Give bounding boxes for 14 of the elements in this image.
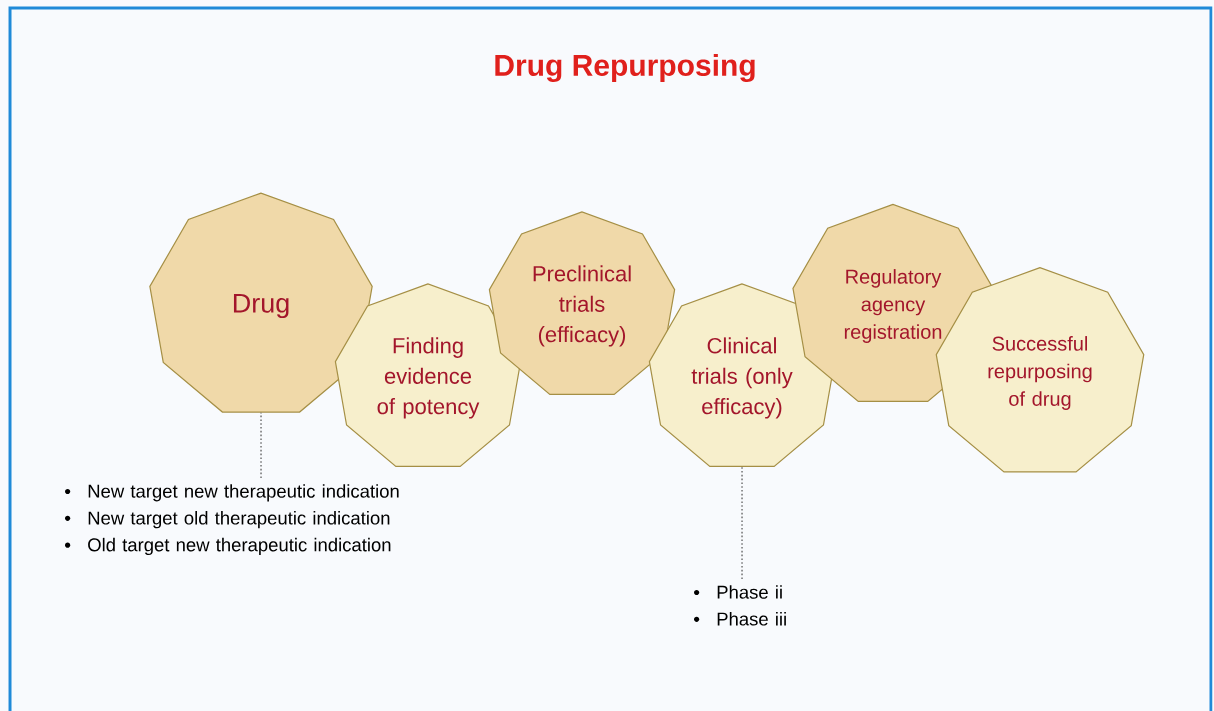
title: Drug Repurposing	[495, 53, 755, 83]
node-label: Phase ii	[717, 585, 782, 599]
bullet-list: New target new therapeutic indication New target old therapeutic indication Old target new therapeutic indication	[65, 484, 399, 556]
leader-line	[741, 466, 743, 580]
nonagon-step: Clinical trials (only efficacy)	[648, 283, 836, 467]
node-label: New target new therapeutic indication	[88, 484, 399, 502]
leader-line	[260, 412, 262, 479]
node-label: Phase iii	[717, 612, 786, 626]
nonagon-step: Finding evidence of potency	[334, 283, 522, 467]
node-label: Old target new therapeutic indication	[88, 537, 391, 556]
nonagon-step: Preclinical trials (efficacy)	[488, 211, 676, 395]
node-label: New target old therapeutic indication	[88, 511, 390, 529]
nonagon-step: Drug	[149, 192, 373, 413]
bullet-list: Phase ii Phase iii	[694, 585, 786, 626]
